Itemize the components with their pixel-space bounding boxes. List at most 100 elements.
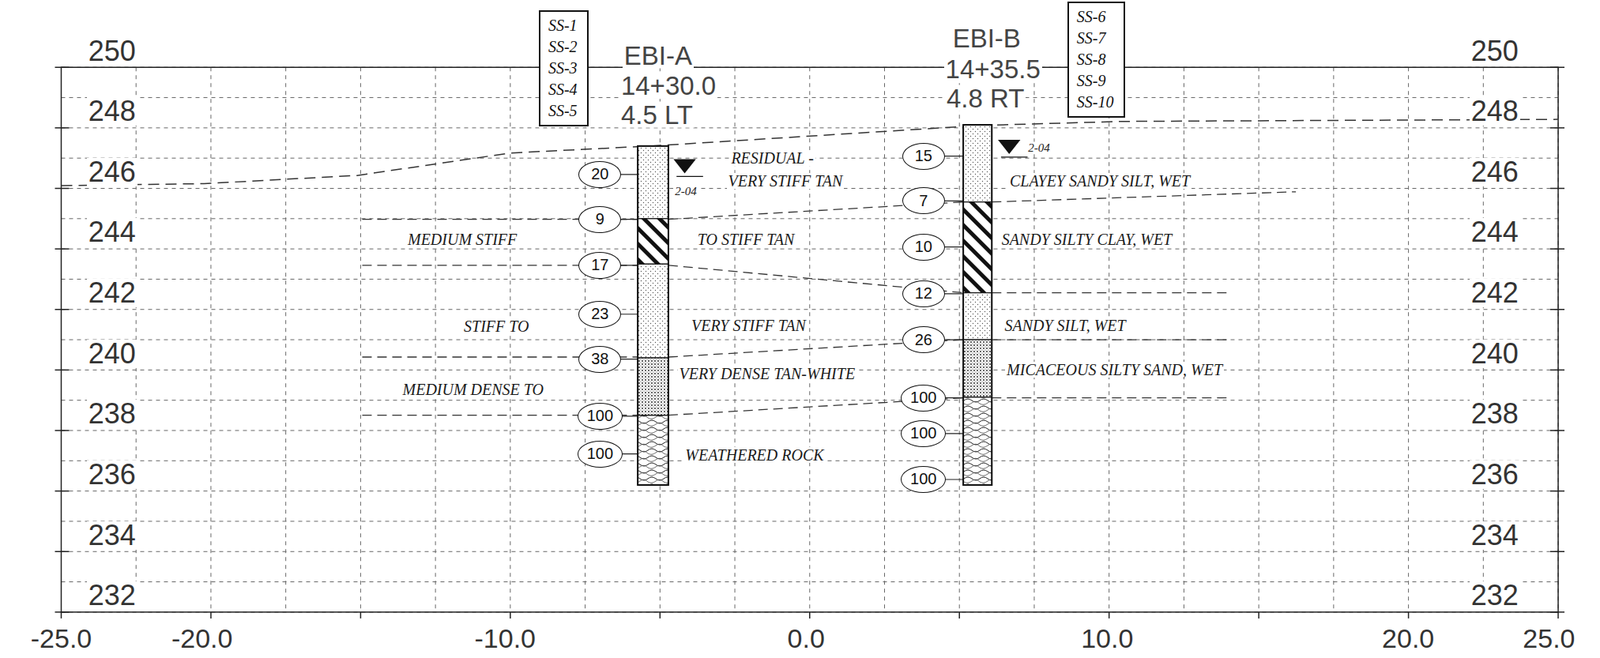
stratum-description: VERY DENSE TAN-WHITE (677, 365, 858, 382)
blow-count-oval: 100 (900, 466, 946, 494)
blow-count: 38 (591, 350, 609, 369)
boring-log-column (637, 146, 669, 486)
soil-layer (637, 146, 669, 219)
boring-station: 14+35.5 (944, 55, 1043, 82)
stratum-description: SANDY SILTY CLAY, WET (1000, 231, 1175, 248)
blow-count: 7 (918, 192, 928, 211)
sample-id: SS-4 (548, 79, 580, 101)
stratum-description: CLAYEY SANDY SILT, WET (1008, 173, 1192, 189)
offset-axis-label: 25.0 (1520, 624, 1577, 652)
elevation-label: 236 (86, 460, 138, 490)
elevation-label: 234 (86, 521, 138, 550)
grid-line-vertical (884, 67, 885, 613)
tick-mark (54, 490, 69, 493)
plot-frame (60, 67, 1559, 613)
stratum-description: MICACEOUS SILTY SAND, WET (1005, 361, 1224, 378)
blow-count: 9 (595, 210, 605, 229)
blow-count-oval: 15 (902, 143, 945, 170)
soil-layer (963, 293, 992, 340)
tick-mark (1550, 308, 1565, 311)
sample-id: SS-9 (1076, 70, 1116, 92)
water-level-line (676, 176, 704, 177)
boring-id: EBI-A (622, 41, 694, 68)
soil-layer (963, 202, 992, 294)
blow-count-oval: 26 (902, 326, 945, 354)
elevation-label: 250 (1469, 37, 1521, 66)
soil-layer (637, 415, 669, 486)
tick-mark (54, 429, 69, 432)
blow-count: 10 (914, 237, 933, 256)
sample-id: SS-6 (1076, 6, 1116, 28)
blow-count-oval: 100 (900, 420, 946, 448)
blow-count-oval: 17 (578, 252, 622, 279)
grid-line-vertical (809, 67, 810, 613)
grid-line-horizontal (60, 490, 1559, 492)
offset-axis-label: -20.0 (169, 624, 235, 652)
tick-mark (54, 369, 69, 372)
elevation-label: 234 (1469, 521, 1521, 550)
soil-layer (963, 339, 992, 398)
tick-mark (54, 127, 69, 129)
stratum-description: MEDIUM DENSE TO (401, 381, 546, 398)
elevation-label: 246 (1469, 158, 1521, 187)
tick-mark (809, 612, 811, 619)
sample-id: SS-1 (548, 15, 580, 37)
elevation-label: 248 (86, 97, 138, 126)
offset-axis-label: 10.0 (1079, 624, 1135, 652)
tick-mark (1550, 369, 1565, 372)
tick-mark (1108, 612, 1111, 619)
stratum-description: RESIDUAL - (729, 150, 816, 166)
blow-count: 12 (914, 284, 933, 303)
blow-count-oval: 23 (578, 301, 622, 328)
tick-mark (210, 612, 212, 619)
blow-count-oval: 38 (578, 346, 622, 373)
elevation-label: 242 (1469, 278, 1521, 308)
water-level-date: 2-04 (673, 184, 699, 197)
grid-line-vertical (360, 67, 362, 613)
tick-mark (1550, 490, 1565, 493)
stratum-boundary (991, 338, 1230, 340)
stratum-boundary (991, 397, 1230, 399)
blow-count: 26 (914, 331, 933, 350)
offset-axis-label: 20.0 (1380, 624, 1436, 652)
stratum-description: SANDY SILT, WET (1002, 317, 1127, 334)
elevation-label: 248 (1469, 97, 1521, 126)
elevation-label: 242 (86, 278, 138, 308)
sample-list-box: SS-1SS-2SS-3SS-4SS-5 (538, 10, 589, 127)
stratum-description: STIFF TO (462, 318, 531, 335)
tick-mark (54, 308, 69, 311)
elevation-label: 250 (86, 37, 138, 66)
grid (54, 67, 1565, 619)
offset-axis-label: -10.0 (473, 624, 539, 652)
soil-layer (963, 397, 992, 486)
grid-line-vertical (1183, 67, 1185, 613)
elevation-label: 240 (1469, 339, 1521, 369)
grid-line-vertical (285, 67, 287, 613)
stratum-description: MEDIUM STIFF (406, 231, 519, 248)
tick-mark (958, 612, 960, 619)
stratum-boundary (991, 192, 1296, 203)
tick-mark (509, 612, 512, 619)
offset-axis-label: 0.0 (786, 624, 827, 652)
stratum-description: WEATHERED ROCK (683, 447, 825, 464)
tick-mark (1550, 551, 1565, 554)
tick-mark (1257, 612, 1260, 619)
grid-line-vertical (734, 67, 736, 613)
grid-line-horizontal (60, 127, 1559, 128)
boring-log-column (963, 124, 992, 486)
blow-count-oval: 7 (902, 187, 945, 215)
blow-count-oval: 100 (577, 402, 623, 430)
elevation-label: 238 (86, 399, 138, 429)
blow-count: 20 (591, 165, 609, 184)
blow-count: 100 (910, 470, 937, 489)
soil-layer (963, 124, 992, 203)
tick-mark (659, 612, 662, 619)
blow-count: 15 (914, 146, 933, 166)
stratum-description: TO STIFF TAN (696, 231, 797, 248)
boring-station: 14+30.0 (619, 72, 718, 99)
elevation-label: 244 (86, 218, 138, 247)
stratum-description: VERY STIFF TAN (726, 173, 845, 189)
sample-id: SS-3 (548, 57, 580, 80)
soil-layer (637, 218, 669, 264)
